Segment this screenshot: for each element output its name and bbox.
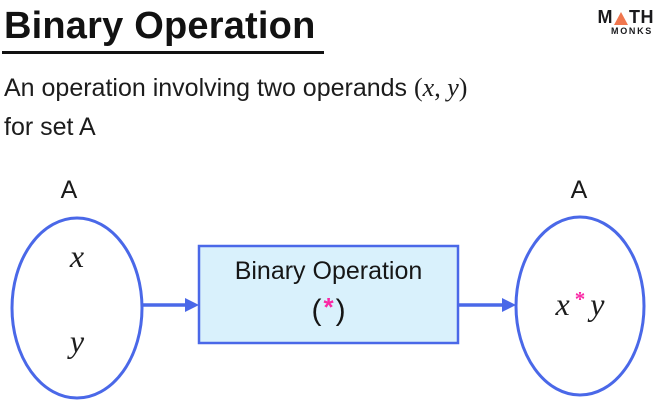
expr-operator-star: * [574,287,586,311]
subtitle-line-1: An operation involving two operands (x, … [4,73,467,103]
operand-x: x [422,73,435,102]
paren-close: ) [458,73,468,102]
left-set-element-y: y [69,323,85,359]
left-set-label: A [60,176,78,204]
left-set-ellipse [10,216,144,400]
operand-y: y [447,73,459,102]
arrow-right-head-icon [502,298,516,312]
comma: , [434,73,448,102]
title-underline [2,51,324,54]
subtitle-math: (x, y) [414,73,467,102]
page-title: Binary Operation [4,5,316,47]
subtitle-text: An operation involving two operands [4,74,414,102]
arrow-left-head-icon [185,298,199,312]
expr-x: x [555,286,570,322]
process-box-title: Binary Operation [234,257,423,285]
right-set-expression: x*y [517,286,643,323]
operator-star: * [323,292,334,322]
right-set-ellipse [514,215,646,397]
logo-letters-th: TH [629,7,654,27]
symbol-paren-open: ( [311,294,322,327]
process-box-symbol: (*) [200,292,457,328]
right-set-label: A [570,176,588,204]
symbol-paren-close: ) [335,294,346,327]
logo-triangle-icon [614,12,628,25]
logo-letter-m: M [597,7,613,27]
left-set-element-x: x [69,238,85,274]
subtitle-line-2: for set A [4,113,96,141]
logo-word-math: M TH [597,7,655,27]
process-box [197,244,460,345]
logo-word-monks: MONKS [611,26,653,36]
expr-y: y [590,286,605,322]
math-monks-logo: M TH MONKS [597,7,655,37]
paren-open: ( [414,73,423,102]
